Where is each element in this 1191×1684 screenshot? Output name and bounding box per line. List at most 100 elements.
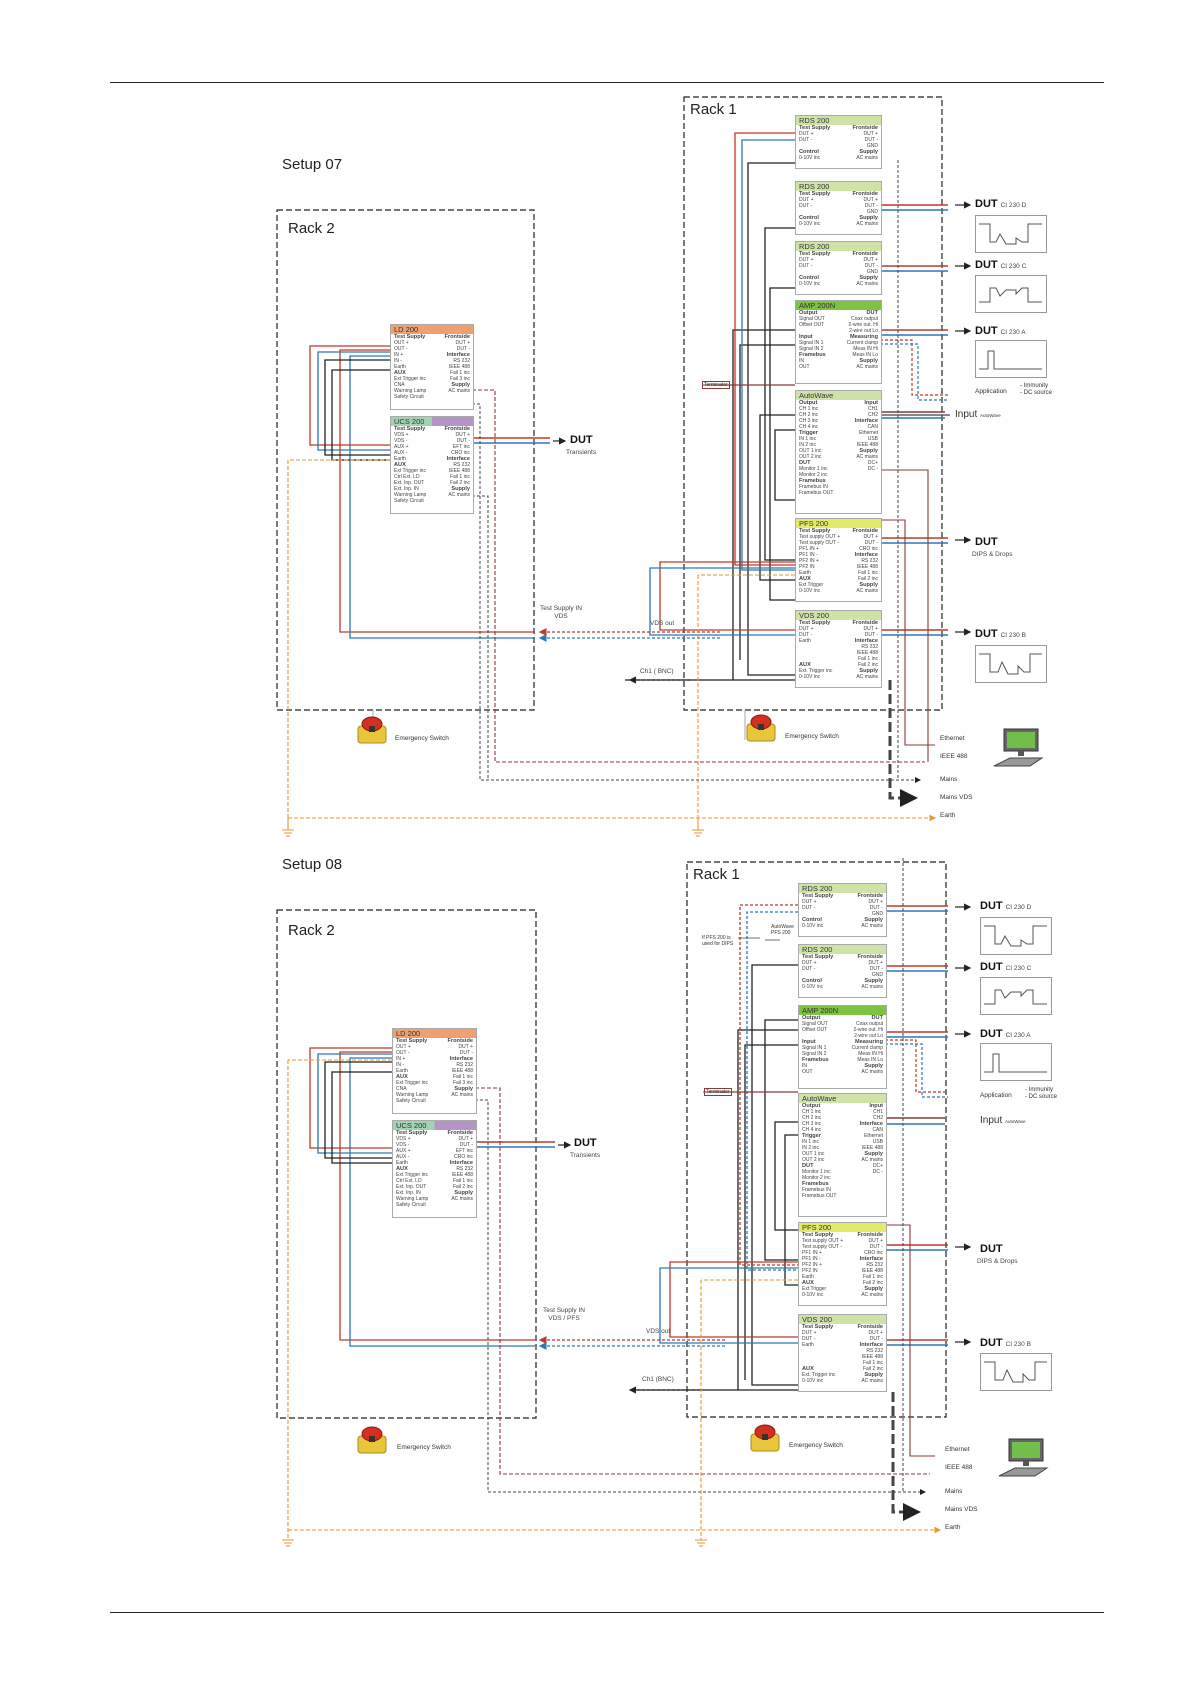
module-title: RDS 200 (796, 182, 881, 191)
mains-vds-label: Mains VDS (940, 794, 973, 801)
emergency-switch-icon (357, 716, 387, 744)
setup08-wires (276, 858, 972, 1547)
earth-label: Earth (945, 1524, 961, 1531)
module-title: AMP 200N (799, 1006, 886, 1015)
module-title: VDS 200 (799, 1315, 886, 1324)
computer-icon (998, 1438, 1049, 1477)
dut-label: DUT (975, 536, 998, 548)
rack1-label: Rack 1 (693, 866, 740, 883)
module-title: RDS 200 (799, 945, 886, 954)
ieee488-label: IEEE 488 (940, 753, 968, 760)
ieee488-label: IEEE 488 (945, 1464, 973, 1471)
mains-label: Mains (945, 1488, 963, 1495)
module-title: AutoWave (796, 391, 881, 400)
vds-out-label: VDS out (646, 1328, 671, 1335)
waveform-thumbnail (975, 275, 1047, 313)
module-title: RDS 200 (796, 116, 881, 125)
ch1-bnc-label: Ch1 ( BNC) (640, 668, 674, 675)
waveform-thumbnail (980, 977, 1052, 1015)
transients-label: Transients (566, 449, 597, 456)
test-supply-in-label: Test Supply IN VDS / PFS (543, 1307, 585, 1322)
ethernet-label: Ethernet (945, 1446, 970, 1453)
pfs-note-label: If PFS 200 is used for DIPS (702, 935, 734, 947)
emergency-switch-icon (746, 714, 776, 742)
setup-title: Setup 08 (282, 856, 343, 873)
ethernet-label: Ethernet (940, 735, 965, 742)
module-title: UCS 200 (391, 417, 473, 426)
waveform-thumbnail (975, 645, 1047, 683)
setup-title: Setup 07 (282, 156, 343, 173)
rack2-label: Rack 2 (288, 922, 335, 939)
ch1-bnc-label: Ch1 (BNC) (642, 1376, 674, 1383)
mains-vds-label: Mains VDS (945, 1506, 978, 1513)
waveform-thumbnail (980, 1353, 1052, 1391)
emergency-switch-label: Emergency Switch (395, 735, 449, 742)
emergency-switch-label: Emergency Switch (785, 733, 839, 740)
setup07-wires (276, 96, 972, 837)
input-label: Input AutoWave (955, 409, 1001, 420)
transients-label: Transients (570, 1152, 601, 1159)
rack2-label: Rack 2 (288, 220, 335, 237)
module-title: PFS 200 (799, 1223, 886, 1232)
immunity-label: - Immunity - DC source (1025, 1087, 1058, 1100)
module-title: VDS 200 (796, 611, 881, 620)
computer-icon (993, 728, 1044, 767)
module-title: LD 200 (391, 325, 473, 334)
application-label: Application (980, 1092, 1012, 1099)
emergency-switch-icon (357, 1426, 387, 1454)
module-title: AutoWave (799, 1094, 886, 1103)
application-label: Application (975, 388, 1007, 395)
waveform-thumbnail (980, 1043, 1052, 1081)
dut-sub-label: DIPS & Drops (977, 1258, 1018, 1265)
emergency-switch-label: Emergency Switch (789, 1442, 843, 1449)
earth-label: Earth (940, 812, 956, 819)
mains-label: Mains (940, 776, 958, 783)
autowave-pfs-note-label: AutoWave PFS 200 (771, 924, 794, 936)
test-supply-in-label: Test Supply IN VDS (540, 605, 582, 620)
transients-dut: DUT (570, 434, 593, 446)
terminator-label: Terminator (702, 381, 730, 389)
input-label: Input AutoWave (980, 1115, 1026, 1126)
module-title: RDS 200 (799, 884, 886, 893)
module-title: PFS 200 (796, 519, 881, 528)
module-title: UCS 200 (393, 1121, 476, 1130)
emergency-switch-icon (750, 1424, 780, 1452)
waveform-thumbnail (980, 917, 1052, 955)
vds-out-label: VDS out (650, 620, 675, 627)
module-title: AMP 200N (796, 301, 881, 310)
terminator-label: Terminator (704, 1088, 732, 1096)
rack1-outline (683, 96, 943, 711)
dut-label: DUT (980, 1243, 1003, 1255)
immunity-label: - Immunity - DC source (1020, 383, 1053, 396)
module-title: LD 200 (393, 1029, 476, 1038)
rack1-label: Rack 1 (690, 101, 737, 118)
bottom-rule (110, 1612, 1104, 1613)
rack1-outline-08 (686, 861, 947, 1418)
rack2-outline (276, 209, 535, 711)
waveform-thumbnail (975, 215, 1047, 253)
